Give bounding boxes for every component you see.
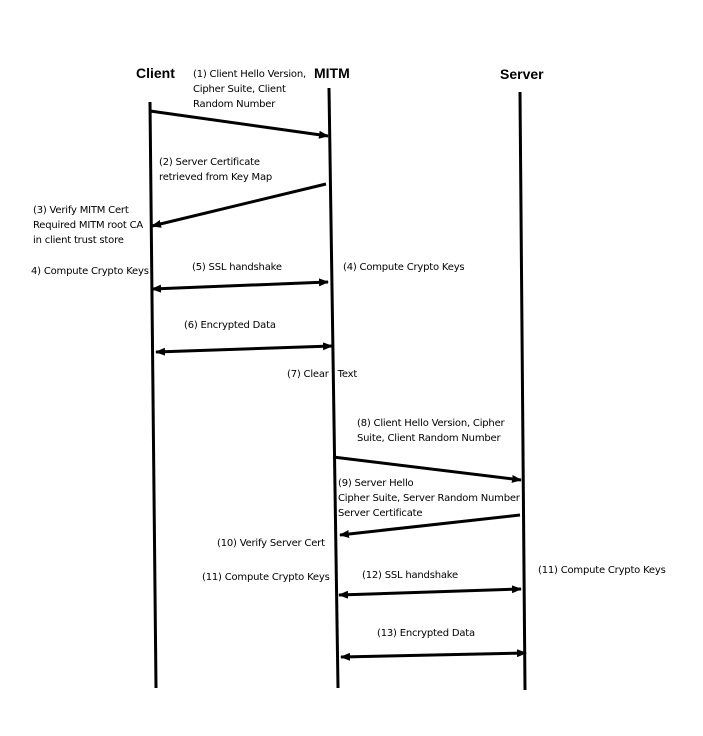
- arrow-6: [155, 342, 333, 356]
- message-1-label: (1) Client Hello Version, Cipher Suite, …: [193, 69, 306, 110]
- message-4a-label: 4) Compute Crypto Keys: [31, 266, 149, 277]
- participant-server: Server: [500, 66, 544, 82]
- message-13-label: (13) Encrypted Data: [377, 628, 475, 639]
- message-8-label: (8) Client Hello Version, Cipher Suite, …: [357, 418, 505, 444]
- participant-mitm: MITM: [314, 65, 350, 81]
- arrow-13: [340, 649, 527, 661]
- arrow-8: [332, 455, 522, 483]
- message-4b-label: (4) Compute Crypto Keys: [343, 262, 465, 273]
- message-7-label: (7) Clear Text: [287, 369, 358, 380]
- message-6-label: (6) Encrypted Data: [184, 320, 276, 331]
- message-9-label: (9) Server Hello Cipher Suite, Server Ra…: [338, 478, 520, 519]
- arrow-12: [338, 585, 522, 599]
- message-10-label: (10) Verify Server Cert: [217, 538, 325, 549]
- message-2-label: (2) Server Certificate retrieved from Ke…: [159, 157, 273, 183]
- message-5-label: (5) SSL handshake: [192, 262, 282, 273]
- message-11a-label: (11) Compute Crypto Keys: [202, 572, 330, 583]
- message-3-label: (3) Verify MITM Cert Required MITM root …: [33, 205, 144, 246]
- mitm-lifeline: [327, 87, 340, 689]
- client-lifeline: [148, 101, 158, 689]
- arrow-2: [151, 182, 327, 228]
- server-lifeline: [518, 91, 527, 691]
- arrow-1: [149, 109, 329, 139]
- message-11b-label: (11) Compute Crypto Keys: [538, 565, 666, 576]
- arrow-9: [339, 513, 521, 538]
- arrow-5: [151, 278, 329, 293]
- message-12-label: (12) SSL handshake: [362, 570, 458, 581]
- participant-client: Client: [136, 65, 175, 81]
